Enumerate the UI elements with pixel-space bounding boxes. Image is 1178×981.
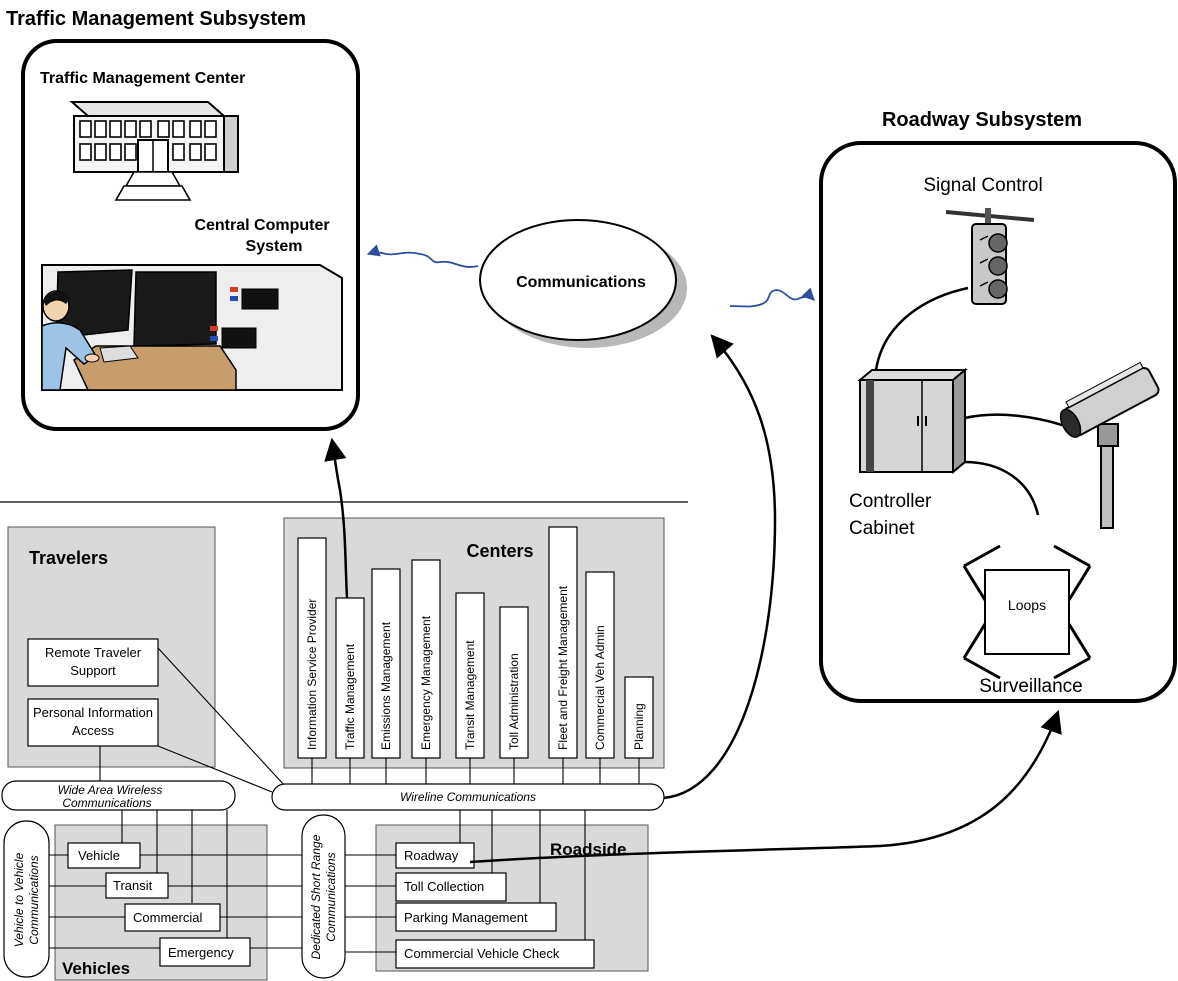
loops-label: Loops	[1008, 597, 1046, 613]
emergency-box	[159, 937, 251, 967]
commercial-vehicle-check-box	[395, 939, 595, 969]
traffic-signal-icon	[945, 208, 1035, 305]
centers-drop-lines	[311, 758, 640, 784]
tms-center-label: Traffic Management Center	[40, 70, 245, 87]
personal-information-access-box	[27, 698, 159, 747]
commercial-vehicle-check-label: Commercial Vehicle Check	[404, 946, 560, 961]
center-label-fleet-and-freight-management: Fleet and Freight Management	[556, 585, 570, 750]
center-label-traffic-management: Traffic Management	[343, 643, 357, 750]
arrow-roadway-to-roadway-subsystem	[469, 709, 1062, 864]
controller-label-line1: Controller	[849, 491, 932, 512]
roadway-box	[395, 842, 475, 869]
link-comms-to-tms	[366, 244, 479, 268]
arrow-wireline-to-communications	[663, 334, 777, 800]
center-label-commercial-veh-admin: Commercial Veh Admin	[593, 625, 607, 750]
wide-area-label-line1: Wide Area Wireless	[58, 783, 163, 797]
center-label-emissions-management: Emissions Management	[379, 621, 393, 750]
vehicles-title: Vehicles	[62, 959, 130, 978]
center-box-emergency-management	[411, 559, 441, 759]
roadway-frame	[819, 141, 1177, 703]
arrow-traffic-management-to-tms	[324, 437, 349, 599]
center-label-emergency-management: Emergency Management	[419, 615, 433, 750]
dsrc-label-line1: Dedicated Short Range	[309, 834, 323, 959]
computer-label-line2: System	[246, 238, 303, 255]
vehicle-label: Vehicle	[78, 848, 120, 863]
toll-collection-box	[395, 872, 507, 902]
computer-label-line1: Central Computer	[194, 217, 329, 234]
center-box-emissions-management	[371, 568, 401, 759]
signal-control-label: Signal Control	[923, 175, 1042, 196]
loops-icon	[962, 544, 1092, 680]
roadway-connectors	[874, 286, 1063, 516]
wide-area-wireless-bus	[1, 780, 236, 811]
center-box-traffic-management	[335, 597, 365, 759]
dsrc-bus	[301, 814, 346, 979]
commercial-label: Commercial	[133, 910, 202, 925]
controller-label-line2: Cabinet	[849, 518, 915, 539]
wireline-label: Wireline Communications	[400, 790, 536, 804]
center-label-information-service-provider: Information Service Provider	[305, 599, 319, 750]
parking-management-box	[395, 902, 557, 932]
toll-collection-label: Toll Collection	[404, 879, 484, 894]
vehicle-box	[67, 842, 141, 869]
center-label-toll-administration: Toll Administration	[507, 653, 521, 750]
commercial-box	[124, 903, 221, 932]
travelers-title: Travelers	[29, 548, 108, 568]
personal-info-label-line2: Access	[72, 723, 114, 738]
remote-traveler-support-box	[27, 638, 159, 687]
centers-list: Information Service Provider Traffic Mana…	[297, 526, 654, 759]
link-comms-to-roadway	[729, 287, 815, 308]
emergency-label: Emergency	[168, 945, 234, 960]
wide-area-label-line2: Communications	[62, 796, 151, 810]
centers-title: Centers	[466, 541, 533, 561]
dsrc-label-line2: Communications	[324, 852, 338, 941]
v2v-label-line1: Vehicle to Vehicle	[12, 852, 26, 947]
personal-info-label-line1: Personal Information	[33, 705, 153, 720]
controller-cabinet-icon	[857, 367, 968, 475]
roadway-title: Roadway Subsystem	[882, 109, 1082, 131]
center-box-commercial-veh-admin	[585, 571, 615, 759]
v2v-bus	[3, 820, 50, 978]
center-box-planning	[624, 676, 654, 759]
building-icon	[69, 101, 239, 201]
center-label-transit-management: Transit Management	[463, 640, 477, 750]
transit-label: Transit	[113, 878, 153, 893]
tms-title: Traffic Management Subsystem	[6, 8, 306, 30]
remote-traveler-label-line1: Remote Traveler	[45, 645, 142, 660]
communications-node	[479, 219, 677, 341]
center-box-information-service-provider	[297, 537, 327, 759]
communications-label: Communications	[516, 274, 646, 291]
computer-console-icon	[41, 264, 343, 391]
parking-management-label: Parking Management	[404, 910, 528, 925]
surveillance-label: Surveillance	[979, 676, 1083, 697]
transit-box	[105, 872, 169, 899]
surveillance-camera-icon	[1059, 361, 1160, 529]
center-label-planning: Planning	[632, 703, 646, 750]
roadway-label: Roadway	[404, 848, 459, 863]
remote-traveler-label-line2: Support	[70, 663, 116, 678]
v2v-label-line2: Communications	[27, 855, 41, 944]
